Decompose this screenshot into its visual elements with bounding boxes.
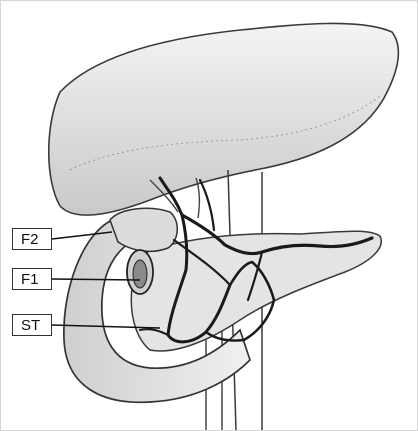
leader-line-f1 bbox=[52, 279, 140, 280]
label-f2: F2 bbox=[12, 228, 52, 250]
label-st: ST bbox=[12, 314, 52, 336]
duodenal-lumen-inner bbox=[133, 260, 147, 288]
liver bbox=[49, 23, 399, 215]
label-f1: F1 bbox=[12, 268, 52, 290]
